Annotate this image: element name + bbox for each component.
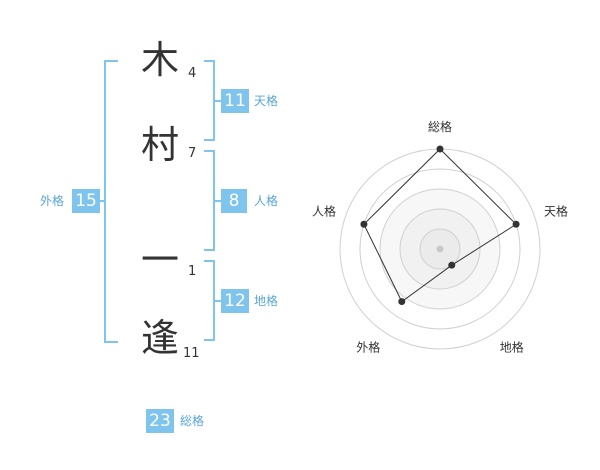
soukaku-value: 23	[146, 409, 174, 433]
tenkaku-bracket	[204, 60, 215, 141]
gaikaku-label: 外格	[40, 194, 65, 208]
gaikaku-value: 15	[72, 189, 100, 213]
chikaku-connector	[215, 300, 222, 302]
name-char-2: 村	[140, 123, 179, 167]
tenkaku-label: 天格	[254, 94, 279, 108]
radar-point-2	[512, 220, 520, 228]
radar-point-5	[360, 220, 368, 228]
stroke-count-4: 11	[183, 346, 200, 361]
radar-center-dot	[436, 245, 444, 253]
radar-axis-label-5: 人格	[312, 203, 336, 218]
jinkaku-label: 人格	[254, 194, 279, 208]
name-char-3: 一	[140, 238, 179, 282]
radar-series-polygon	[363, 148, 517, 303]
name-char-1: 木	[140, 38, 179, 82]
soukaku-label: 総格	[180, 414, 205, 428]
name-char-4: 逢	[140, 316, 179, 360]
radar-point-4	[398, 298, 406, 306]
gaikaku-connector	[98, 200, 105, 202]
stroke-count-1: 4	[188, 66, 197, 81]
radar-point-1	[436, 145, 444, 153]
tenkaku-connector	[215, 100, 222, 102]
radar-axis-label-1: 総格	[428, 119, 452, 134]
stroke-count-2: 7	[188, 146, 197, 161]
jinkaku-value: 8	[221, 189, 247, 213]
stroke-count-3: 1	[188, 264, 197, 279]
chikaku-label: 地格	[254, 294, 279, 308]
radar-axis-label-3: 地格	[500, 340, 524, 355]
jinkaku-connector	[215, 200, 222, 202]
radar-axis-label-4: 外格	[356, 340, 380, 355]
chikaku-bracket	[204, 260, 215, 341]
chikaku-value: 12	[221, 289, 249, 313]
tenkaku-value: 11	[221, 89, 249, 113]
jinkaku-bracket	[204, 150, 215, 251]
gaikaku-bracket	[104, 60, 118, 343]
radar-point-3	[448, 261, 456, 269]
radar-axis-label-2: 天格	[544, 203, 568, 218]
